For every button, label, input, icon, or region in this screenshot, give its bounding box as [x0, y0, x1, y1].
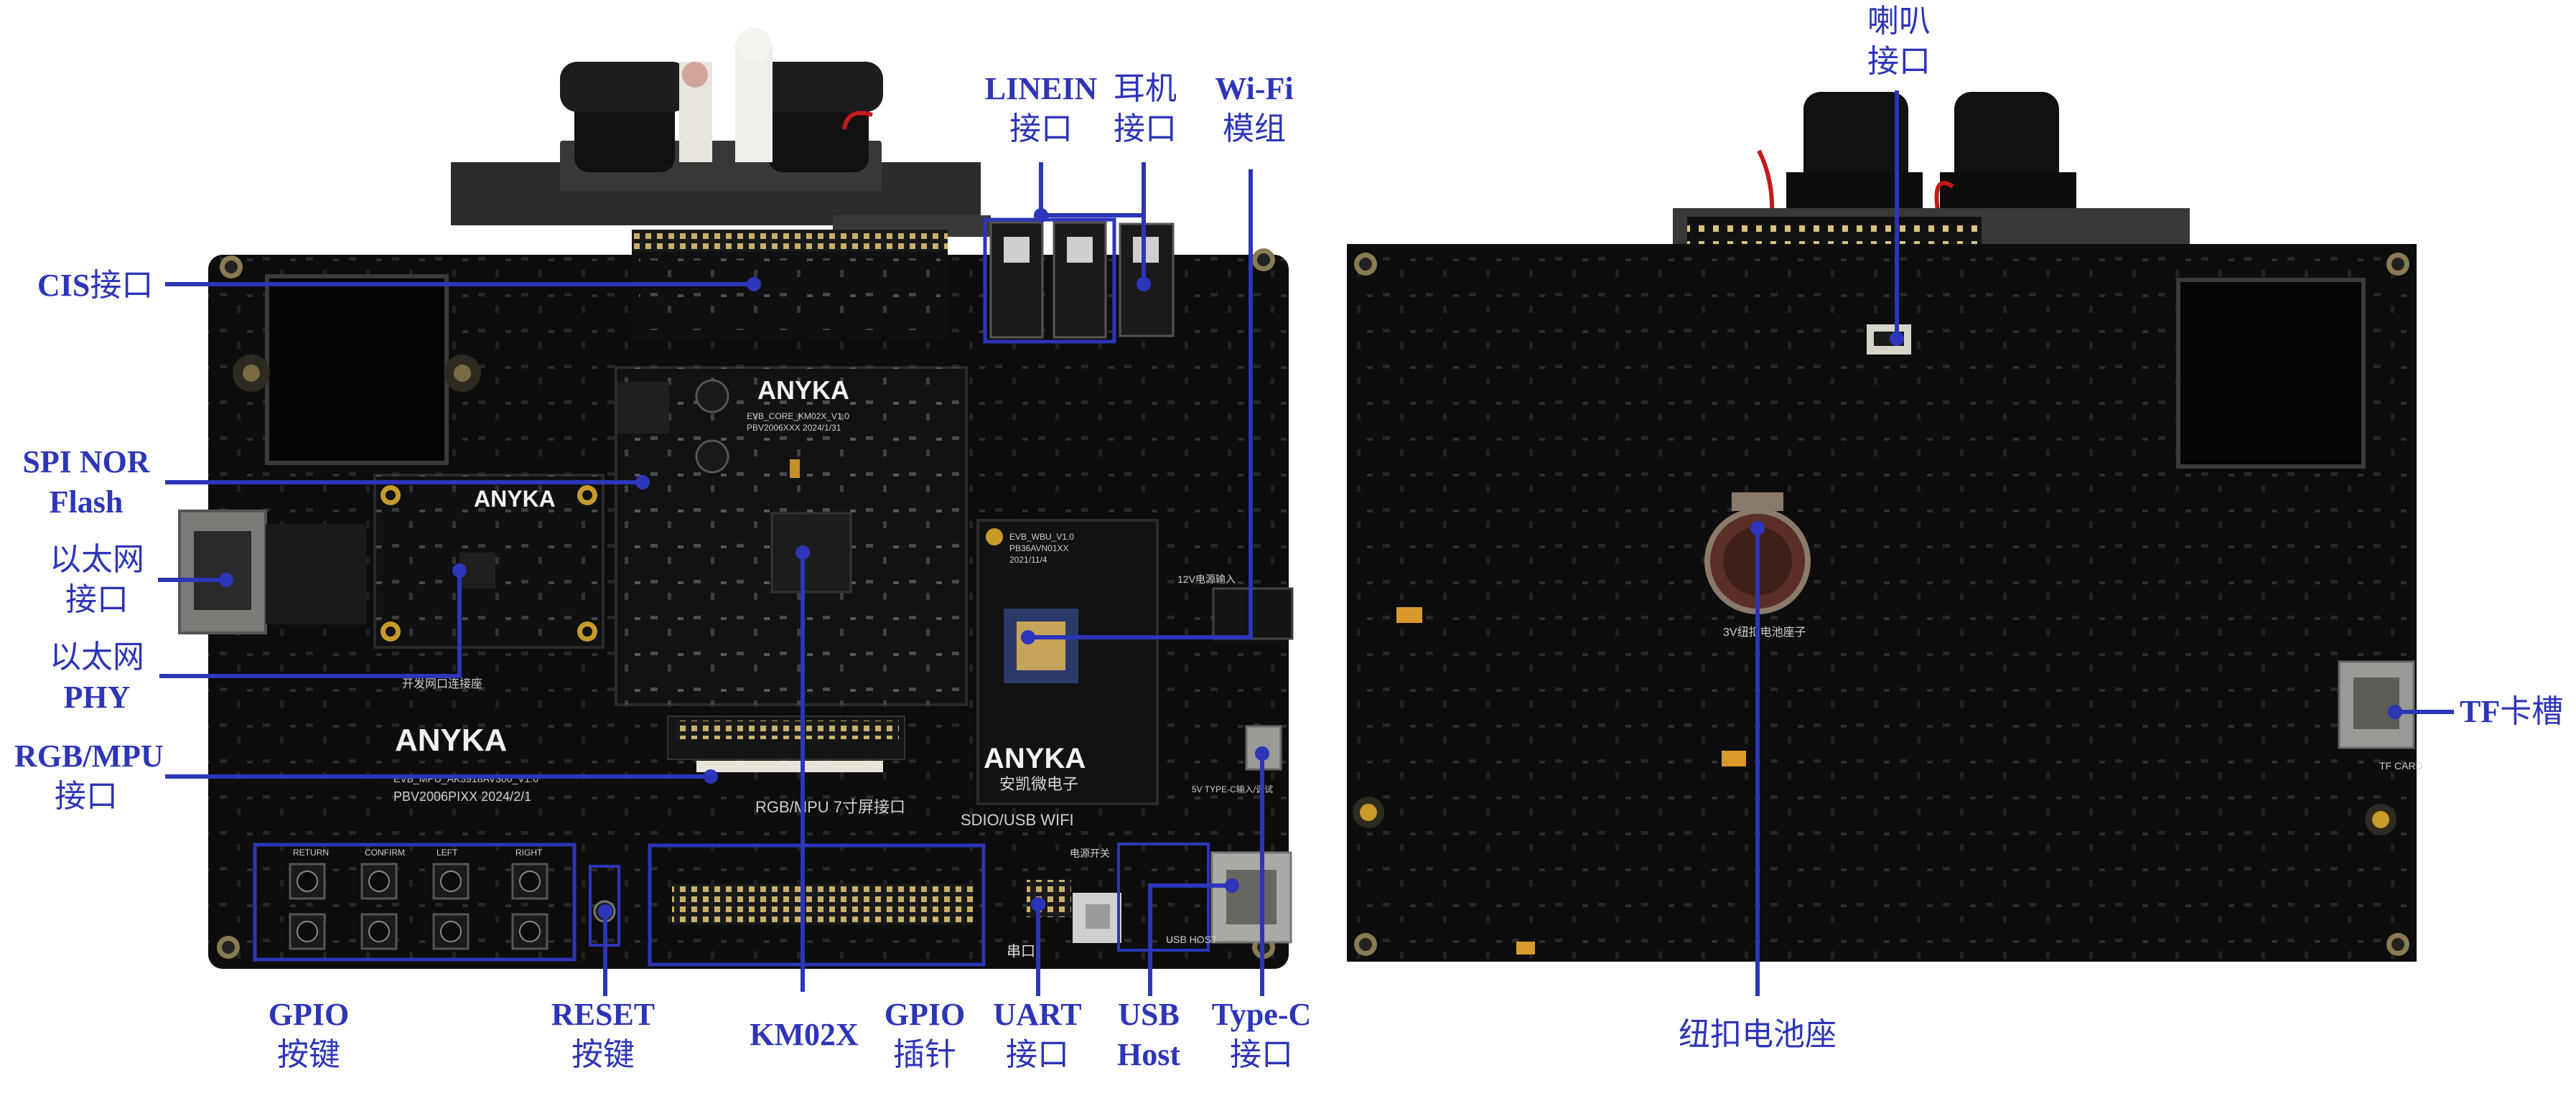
callout-dots: [219, 208, 2402, 919]
svg-text:EVB_CORE_KM02X_V1.0: EVB_CORE_KM02X_V1.0: [747, 411, 849, 421]
gpio-key-silk-label: CONFIRM: [365, 848, 405, 858]
usb-host-port: [1210, 851, 1292, 944]
label-speaker: 喇叭接口: [1867, 4, 1931, 79]
ir-led: [735, 43, 773, 162]
label-cis: CIS接口: [37, 268, 154, 303]
main-anyka-silk: ANYKA: [395, 723, 507, 758]
gpio-key-cap: [440, 871, 462, 892]
svg-text:2021/11/4: 2021/11/4: [1009, 555, 1047, 565]
main-board: ANYKA EVB_CORE_KM02X_V1.0 PBV2006XXX 202…: [178, 27, 1294, 969]
linein-jack-2: [1053, 221, 1107, 339]
gpio-key-grid: RETURN CONFIRM LEFT RIGHT: [289, 848, 549, 950]
label-tf-slot: TF卡槽: [2460, 694, 2564, 729]
rgb-connector: [675, 721, 899, 739]
gpio-key-silk-label: LEFT: [437, 848, 458, 858]
callout-lines: [158, 90, 2454, 996]
core-anyka-silk: ANYKA: [757, 375, 849, 405]
svg-text:TF CARD: TF CARD: [2379, 760, 2423, 771]
svg-text:12V电源输入: 12V电源输入: [1177, 573, 1236, 585]
svg-text:开发网口连接座: 开发网口连接座: [402, 677, 482, 690]
gpio-key-cap: [368, 921, 390, 942]
svg-text:电源开关: 电源开关: [1070, 848, 1110, 859]
label-km02x: KM02X: [750, 1017, 859, 1052]
svg-text:3V纽扣电池座子: 3V纽扣电池座子: [1723, 626, 1806, 639]
svg-text:安凯微电子: 安凯微电子: [999, 775, 1078, 793]
uart-header: [1027, 880, 1071, 917]
svg-text:串口: 串口: [1007, 943, 1035, 960]
gpio-key-cap: [440, 921, 462, 942]
svg-text:PBV2006PIXX 2024/2/1: PBV2006PIXX 2024/2/1: [393, 789, 531, 804]
speaker-mount: [265, 274, 449, 465]
rear-cis-header: [1687, 217, 1982, 245]
svg-text:PB36AVN01XX: PB36AVN01XX: [1009, 543, 1069, 553]
bottom-board: 3V纽扣电池座子 TF CARD: [1347, 92, 2423, 962]
km02x-chip: [770, 512, 852, 594]
gpio-key-silk-label: RETURN: [293, 848, 329, 858]
gpio-header-highlight-box: [648, 843, 986, 967]
gpio-key-silk-label: RIGHT: [515, 848, 543, 858]
gpio-header: [672, 884, 974, 924]
rear-speaker-mount: [2176, 278, 2366, 469]
cis-connector: [632, 230, 948, 251]
gpio-key-cap: [519, 921, 541, 942]
camera-lens-left: [574, 93, 675, 172]
camera-lens-right: [768, 93, 869, 172]
gpio-key-cap: [519, 871, 541, 892]
usb-host-highlight-box: [1117, 843, 1210, 952]
label-coin-battery: 纽扣电池座: [1679, 1017, 1837, 1052]
label-ethernet-port: 以太网接口: [50, 542, 144, 617]
label-earphone: 耳机接口: [1114, 71, 1177, 146]
svg-text:USB HOST: USB HOST: [1166, 934, 1218, 945]
svg-text:PBV2006XXX 2024/1/31: PBV2006XXX 2024/1/31: [747, 423, 841, 433]
svg-text:ANYKA: ANYKA: [474, 486, 556, 512]
gpio-key: [289, 913, 326, 950]
gpio-keys-highlight-box: [253, 843, 577, 962]
svg-text:EVB_WBU_V1.0: EVB_WBU_V1.0: [1009, 532, 1074, 542]
svg-text:ANYKA: ANYKA: [984, 743, 1086, 774]
svg-text:5V TYPE-C输入/调试: 5V TYPE-C输入/调试: [1192, 784, 1273, 794]
linein-highlight-box: [983, 217, 1116, 344]
svg-text:RGB/MPU 7寸屏接口: RGB/MPU 7寸屏接口: [755, 798, 905, 816]
gpio-key-cap: [297, 871, 318, 892]
gpio-key-cap: [297, 921, 318, 942]
gpio-key-cap: [368, 871, 390, 892]
svg-text:SDIO/USB WIFI: SDIO/USB WIFI: [961, 811, 1074, 829]
